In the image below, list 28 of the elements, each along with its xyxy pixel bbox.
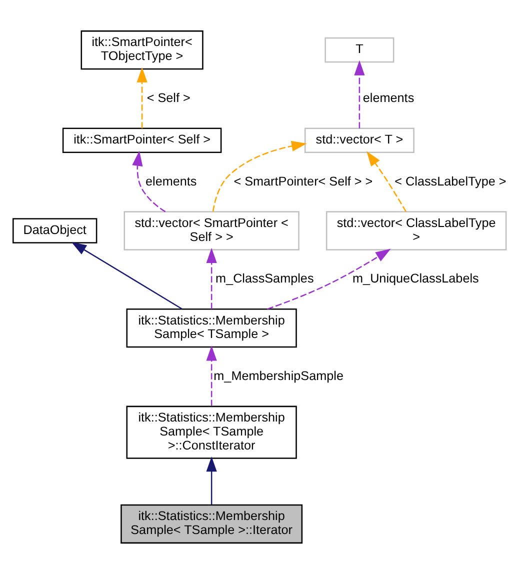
node-box: itk::SmartPointer< Self > [62, 127, 222, 153]
arrow [212, 140, 307, 212]
edge-label: m_MembershipSample [214, 368, 344, 382]
node-box: itk::SmartPointer< TObjectType > [80, 30, 204, 70]
edge-label: elements [146, 174, 197, 188]
node-box: DataObject [12, 218, 98, 243]
edge-label: m_ClassSamples [216, 271, 314, 286]
arrow [206, 247, 217, 308]
arrow [71, 241, 182, 310]
arrow [206, 456, 217, 504]
edge-label: < ClassLabelType > [394, 174, 506, 188]
edge-label: elements [362, 90, 414, 104]
arrow [136, 66, 148, 128]
arrow [366, 150, 407, 212]
arrow [132, 150, 166, 212]
edge-label: < Self > [146, 90, 190, 104]
node-box: std::vector< SmartPointer < Self > > [124, 210, 300, 250]
edge-label: < SmartPointer< Self > > [234, 174, 373, 188]
node-box: std::vector< ClassLabelType > [326, 210, 507, 250]
node-box: itk::Statistics::Membership Sample< TSample >::ConstIterator [126, 405, 297, 458]
node-box: T [324, 36, 394, 62]
arrow [267, 248, 391, 310]
edge-label: m_UniqueClassLabels [352, 271, 479, 286]
node-box: std::vector< T > [304, 127, 414, 153]
arrow [354, 60, 365, 128]
arrow [206, 345, 217, 406]
node-box: itk::Statistics::Membership Sample< TSample > [126, 308, 297, 348]
node-box: itk::Statistics::Membership Sample< TSample >::Iterator [120, 504, 303, 544]
